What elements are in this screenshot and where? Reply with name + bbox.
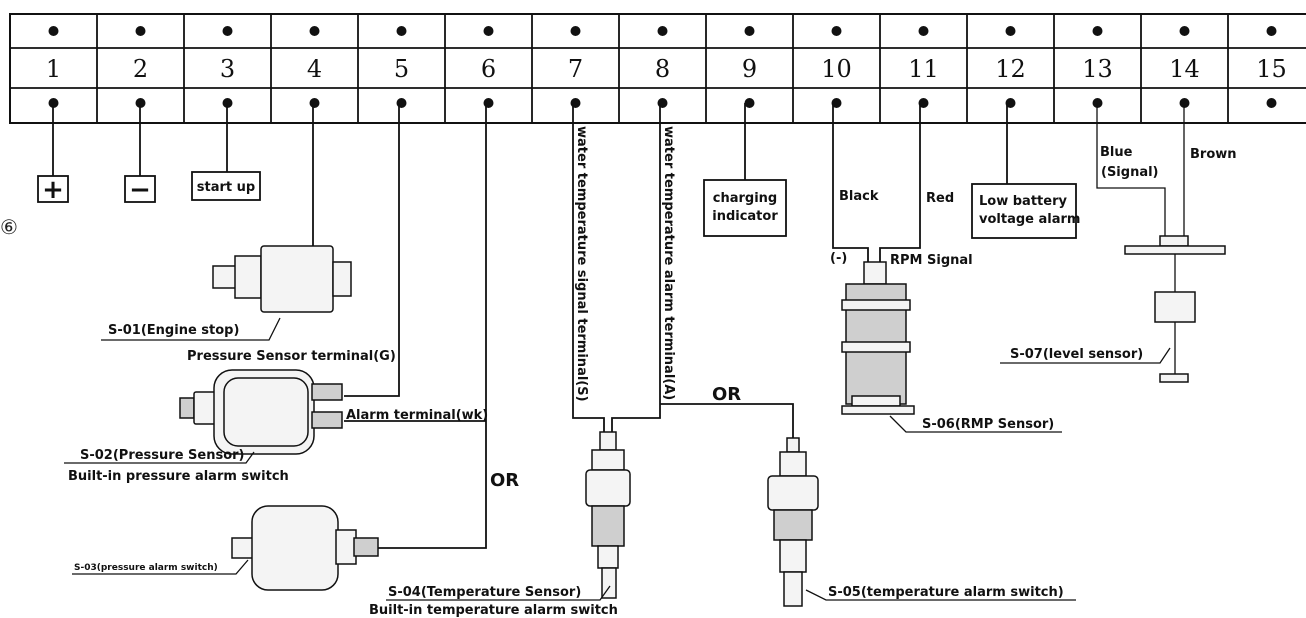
charging-indicator-box: charging indicator <box>703 179 787 237</box>
low-battery-label-1: Low battery <box>979 194 1067 209</box>
terminal-screw-bottom <box>831 98 842 108</box>
charging-label-2: indicator <box>712 209 778 224</box>
circled-six-marker: ⑥ <box>0 215 18 239</box>
terminal-screw-top <box>309 26 320 36</box>
temperature-sensor <box>585 431 631 599</box>
terminal-screw-bottom <box>1005 98 1016 108</box>
rpm-sensor <box>841 261 915 415</box>
terminal-number: 10 <box>821 55 852 83</box>
terminal-screw-top <box>222 26 233 36</box>
plus-symbol: + <box>42 175 64 205</box>
terminal-screw-bottom <box>396 98 407 108</box>
s02-label: S-02(Pressure Sensor) <box>80 448 245 463</box>
terminal-screw-bottom <box>918 98 929 108</box>
terminal-number: 12 <box>995 55 1026 83</box>
terminal-number: 9 <box>742 55 757 83</box>
terminal-screw-top <box>1179 26 1190 36</box>
s03-label: S-03(pressure alarm switch) <box>74 563 218 573</box>
terminal-screw-top <box>135 26 146 36</box>
terminal-screw-top <box>1092 26 1103 36</box>
charging-label-1: charging <box>713 191 777 206</box>
terminal-screw-top <box>570 26 581 36</box>
alarm-terminal-label: Alarm terminal(wk) <box>346 408 488 423</box>
s04-sub-label: Built-in temperature alarm switch <box>369 603 618 618</box>
terminal-screw-top <box>657 26 668 36</box>
terminal-number: 13 <box>1082 55 1113 83</box>
red-wire-label: Red <box>926 191 954 206</box>
or-left-label: OR <box>490 470 519 491</box>
terminal-screw-bottom <box>744 98 755 108</box>
terminal-screw-top <box>483 26 494 36</box>
terminal-number: 4 <box>307 55 322 83</box>
minus-symbol: − <box>129 175 151 205</box>
terminal-number: 8 <box>655 55 670 83</box>
terminal-screw-top <box>831 26 842 36</box>
s06-label: S-06(RMP Sensor) <box>922 417 1054 432</box>
terminal-number: 1 <box>46 55 61 83</box>
terminal-screw-top <box>396 26 407 36</box>
blue-wire-label: Blue <box>1100 145 1133 160</box>
terminal-screw-bottom <box>657 98 668 108</box>
pressure-sensor <box>179 369 343 455</box>
s07-label: S-07(level sensor) <box>1010 347 1143 362</box>
s04-label: S-04(Temperature Sensor) <box>388 585 581 600</box>
terminal-number: 3 <box>220 55 235 83</box>
water-temp-alarm-label: water temperature alarm terminal(A) <box>661 126 676 400</box>
terminal-number: 6 <box>481 55 496 83</box>
terminal-number: 15 <box>1256 55 1287 83</box>
terminal-screw-top <box>918 26 929 36</box>
temperature-alarm-switch <box>767 437 819 607</box>
start-up-label: start up <box>197 180 255 195</box>
level-sensor <box>1124 235 1226 383</box>
terminal-number: 2 <box>133 55 148 83</box>
s01-label: S-01(Engine stop) <box>108 323 239 338</box>
terminal-screw-bottom <box>483 98 494 108</box>
s02-sub-label: Built-in pressure alarm switch <box>68 469 289 484</box>
rpm-signal-label: RPM Signal <box>890 253 973 268</box>
or-mid-label: OR <box>712 384 741 405</box>
black-wire-label: Black <box>839 189 879 204</box>
low-battery-box: Low battery voltage alarm <box>971 183 1080 239</box>
terminal-number: 5 <box>394 55 409 83</box>
plus-box: + <box>37 175 69 205</box>
terminal-number: 11 <box>908 55 939 83</box>
terminal-screw-top <box>1005 26 1016 36</box>
low-battery-label-2: voltage alarm <box>979 212 1080 227</box>
negative-label: (-) <box>830 251 847 266</box>
water-temp-signal-label: water temperature signal terminal(S) <box>574 126 589 402</box>
pressure-alarm-switch <box>231 505 379 591</box>
terminal-number: 14 <box>1169 55 1200 83</box>
pressure-terminal-label: Pressure Sensor terminal(G) <box>187 349 396 364</box>
terminal-screw-bottom <box>1266 98 1277 108</box>
start-up-box: start up <box>191 171 261 201</box>
wires <box>52 103 1185 549</box>
s05-label: S-05(temperature alarm switch) <box>828 585 1064 600</box>
terminal-number: 7 <box>568 55 583 83</box>
terminal-screw-bottom <box>309 98 320 108</box>
engine-stop-solenoid <box>212 245 352 313</box>
brown-wire-label: Brown <box>1190 147 1237 162</box>
minus-box: − <box>124 175 156 205</box>
terminal-screw-top <box>48 26 59 36</box>
blue-signal-label: (Signal) <box>1101 165 1159 180</box>
terminal-screw-top <box>1266 26 1277 36</box>
terminal-screw-top <box>744 26 755 36</box>
terminal-screw-bottom <box>570 98 581 108</box>
